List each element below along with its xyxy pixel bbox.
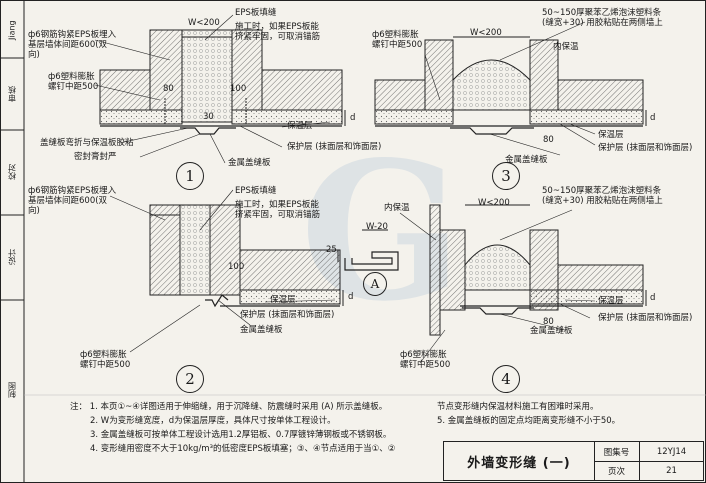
sidebar-cell-proofread: 校对	[7, 164, 17, 181]
d2-anchor-label: ф6钢筋钩紧EPS板埋入基层墙体间距600(双向)	[28, 186, 117, 216]
d1-expansion-label: ф6塑料膨胀螺钉中距500	[48, 72, 99, 92]
d2-protective-label: 保护层 (抹面层和饰面层)	[240, 310, 335, 320]
d1-anchor-label: ф6钢筋钩紧EPS板埋入基层墙体间距600(双向)	[28, 30, 117, 60]
sidebar-cell-drafting: 制图	[7, 382, 17, 398]
d4-insulation-label: 保温层	[598, 296, 624, 306]
detail-number-4: 4	[492, 365, 520, 393]
sidebar-cell-design: 设计	[7, 249, 17, 266]
d4-metal-cover-label: 金属盖缝板	[530, 326, 573, 336]
d1-cover-bend-label: 盖缝板弯折与保温板胶粘	[40, 138, 134, 148]
dA-dim-w: W-20	[366, 222, 388, 232]
d3-expansion-label: ф6塑料膨胀螺钉中距500	[372, 30, 423, 50]
d1-dim-w: W<200	[188, 18, 220, 28]
d2-dim-d: d	[348, 292, 354, 302]
detail-number-3: 3	[492, 162, 520, 190]
d1-dim-100: 100	[230, 84, 247, 94]
d3-dim-w: W<200	[470, 28, 502, 38]
detail-2-drawing	[109, 189, 344, 353]
page-label: 页次	[594, 461, 640, 480]
d4-dim-w: W<200	[478, 198, 510, 208]
d3-metal-cover-label: 金属盖缝板	[505, 155, 548, 165]
notes-block: 注： 1. 本页①~④详图适用于伸缩缝，用于沉降缝、防震缝时采用 (A) 所示盖…	[70, 400, 430, 456]
page-value: 21	[666, 465, 677, 476]
note-5: 5. 金属盖缝板的固定点均距离变形缝不小于50。	[437, 416, 621, 426]
d4-expansion-label: ф6塑料膨胀螺钉中距500	[400, 350, 451, 370]
d4-protective-label: 保护层 (抹面层和饰面层)	[598, 313, 693, 323]
d2-construction-note: 施工时，如果EPS板能挤紧牢固，可取消锚筋	[235, 200, 321, 220]
notes-right-block: 节点变形缝内保温材料施工有困难时采用。 5. 金属盖缝板的固定点均距离变形缝不小…	[437, 400, 697, 428]
note-4-cont: 节点变形缝内保温材料施工有困难时采用。	[437, 402, 599, 412]
dA-dim-25: 25	[326, 245, 337, 255]
d1-dim-80: 80	[163, 84, 174, 94]
note-2: 2. W为变形缝宽度，d为保温层厚度，具体尺寸按单体工程设计。	[90, 416, 336, 426]
d3-dim-d: d	[650, 113, 656, 123]
title-block: 外墙变形缝 (一) 图集号 12YJ14 页次 21	[443, 441, 704, 481]
note-3: 3. 金属盖缝板可按单体工程设计选用1.2厚铝板、0.7厚镀锌薄钢板或不锈钢板。	[90, 430, 392, 440]
d3-insulation-label: 保温层	[598, 130, 624, 140]
d3-inner-label: 内保温	[553, 42, 579, 52]
note-1: 1. 本页①~④详图适用于伸缩缝，用于沉降缝、防震缝时采用 (A) 所示盖缝板。	[89, 402, 388, 412]
d1-insulation-label: 保温层	[287, 121, 313, 131]
drawing-title: 外墙变形缝 (一)	[444, 442, 595, 480]
d1-sealant-label: 密封膏封严	[74, 152, 117, 162]
d1-protective-label: 保护层 (抹面层和饰面层)	[287, 142, 382, 152]
sidebar-signature-1: Jiang	[7, 20, 17, 41]
d1-construction-note: 施工时，如果EPS板能挤紧牢固，可取消锚筋	[235, 22, 321, 42]
note-4: 4. 变形缝用密度不大于10kg/m³的低密度EPS板填塞；③、④节点适用于当①…	[90, 444, 396, 454]
detail-number-1: 1	[176, 162, 204, 190]
detail-number-2: 2	[176, 365, 204, 393]
d2-insulation-label: 保温层	[270, 295, 296, 305]
notes-heading: 注：	[70, 402, 88, 412]
atlas-label: 图集号	[594, 442, 640, 462]
d1-metal-cover-label: 金属盖缝板	[228, 158, 271, 168]
detail-1-drawing	[94, 14, 346, 164]
detail-A-drawing	[337, 229, 399, 271]
d1-dim-30: 30	[203, 112, 214, 122]
d3-protective-label: 保护层 (抹面层和饰面层)	[598, 143, 693, 153]
d1-dim-d: d	[350, 113, 356, 123]
atlas-value: 12YJ14	[640, 442, 703, 462]
d2-metal-cover-label: 金属盖缝板	[240, 325, 283, 335]
d2-expansion-label: ф6塑料膨胀螺钉中距500	[80, 350, 131, 370]
d4-dim-80: 80	[543, 317, 554, 327]
d3-dim-80: 80	[543, 135, 554, 145]
d4-foam-label: 50~150厚聚苯乙烯泡沫塑料条(缝宽+30) 用胶粘贴在两侧墙上	[542, 186, 663, 206]
d3-foam-label: 50~150厚聚苯乙烯泡沫塑料条(缝宽+30) 用胶粘贴在两侧墙上	[542, 8, 663, 28]
sidebar-cell-review: 审核	[7, 86, 17, 102]
detail-3-drawing	[374, 21, 647, 156]
detail-4-drawing	[399, 204, 647, 364]
d2-eps-label: EPS板填缝	[235, 186, 277, 196]
detail-letter-A: A	[363, 272, 387, 296]
d2-dim-100: 100	[228, 262, 245, 272]
d4-dim-d: d	[650, 293, 656, 303]
d1-eps-label: EPS板填缝	[235, 8, 277, 18]
d4-inner-label: 内保温	[384, 203, 410, 213]
